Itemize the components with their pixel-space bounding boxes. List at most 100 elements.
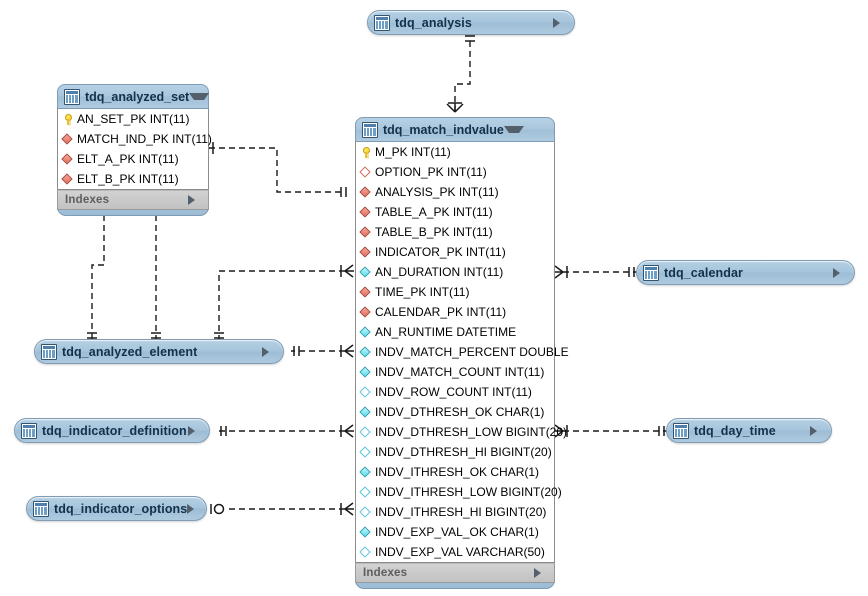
column-label: TIME_PK INT(11)	[375, 285, 470, 299]
table-title: tdq_analysis	[395, 15, 472, 30]
table-node-tdq-indicator-definition[interactable]: tdq_indicator_definition	[14, 418, 210, 443]
column-indexed-icon	[358, 405, 372, 419]
table-row[interactable]: INDV_DTHRESH_LOW BIGINT(20)	[356, 422, 567, 442]
table-row[interactable]: INDV_MATCH_PERCENT DOUBLE	[356, 342, 569, 362]
table-columns: M_PK INT(11) OPTION_PK INT(11) ANALYSIS_PK…	[355, 142, 569, 563]
table-icon	[41, 343, 57, 360]
table-node-tdq-match-indvalue[interactable]: tdq_match_indvalue M_PK INT(11) OPTION_PK…	[355, 117, 569, 589]
column-label: INDV_DTHRESH_OK CHAR(1)	[375, 405, 545, 419]
column-indexed-icon	[358, 465, 372, 479]
table-row[interactable]: TIME_PK INT(11)	[356, 282, 554, 302]
column-label: INDV_ROW_COUNT INT(11)	[375, 385, 532, 399]
column-label: INDV_ITHRESH_HI BIGINT(20)	[375, 505, 547, 519]
foreign-key-icon	[358, 225, 372, 239]
indexes-label: Indexes	[363, 567, 408, 579]
column-label: INDICATOR_PK INT(11)	[375, 245, 506, 259]
table-row[interactable]: INDV_DTHRESH_OK CHAR(1)	[356, 402, 554, 422]
table-title: tdq_calendar	[664, 265, 744, 280]
column-label: M_PK INT(11)	[375, 145, 451, 159]
caret-right-icon[interactable]	[188, 425, 202, 436]
table-title: tdq_indicator_definition	[42, 423, 187, 438]
indexes-section[interactable]: Indexes	[355, 563, 555, 583]
column-label: INDV_MATCH_COUNT INT(11)	[375, 365, 545, 379]
table-row[interactable]: AN_SET_PK INT(11)	[58, 109, 208, 129]
foreign-key-icon	[358, 185, 372, 199]
column-icon	[358, 385, 372, 399]
column-indexed-icon	[358, 525, 372, 539]
table-icon	[362, 121, 378, 138]
table-icon	[643, 264, 659, 281]
table-row[interactable]: AN_RUNTIME DATETIME	[356, 322, 554, 342]
table-header[interactable]: tdq_analyzed_set	[57, 84, 210, 109]
table-columns: AN_SET_PK INT(11) MATCH_IND_PK INT(11) E…	[57, 109, 212, 190]
table-row[interactable]: M_PK INT(11)	[356, 142, 554, 162]
table-icon	[33, 500, 49, 517]
column-label: INDV_DTHRESH_HI BIGINT(20)	[375, 445, 552, 459]
table-row[interactable]: INDV_ITHRESH_HI BIGINT(20)	[356, 502, 554, 522]
column-label: ELT_A_PK INT(11)	[77, 152, 179, 166]
table-node-tdq-day-time[interactable]: tdq_day_time	[666, 418, 832, 443]
column-icon	[358, 485, 372, 499]
table-row[interactable]: INDV_ROW_COUNT INT(11)	[356, 382, 554, 402]
column-indexed-icon	[358, 265, 372, 279]
table-icon	[64, 88, 80, 105]
table-icon	[374, 14, 390, 31]
column-label: TABLE_A_PK INT(11)	[375, 205, 493, 219]
table-row[interactable]: INDV_MATCH_COUNT INT(11)	[356, 362, 554, 382]
indexes-section[interactable]: Indexes	[57, 190, 209, 210]
column-icon	[358, 445, 372, 459]
foreign-key-icon	[358, 245, 372, 259]
foreign-key-icon	[60, 152, 74, 166]
table-row[interactable]: ELT_A_PK INT(11)	[58, 149, 208, 169]
table-node-tdq-analyzed-element[interactable]: tdq_analyzed_element	[34, 339, 284, 364]
column-label: ANALYSIS_PK INT(11)	[375, 185, 499, 199]
table-row[interactable]: OPTION_PK INT(11)	[356, 162, 554, 182]
caret-right-icon[interactable]	[553, 17, 567, 28]
caret-right-icon[interactable]	[833, 267, 847, 278]
foreign-key-icon	[358, 305, 372, 319]
table-row[interactable]: AN_DURATION INT(11)	[356, 262, 554, 282]
table-row[interactable]: INDV_EXP_VAL VARCHAR(50)	[356, 542, 554, 562]
caret-right-icon[interactable]	[810, 425, 824, 436]
table-row[interactable]: INDV_ITHRESH_LOW BIGINT(20)	[356, 482, 562, 502]
column-icon	[358, 505, 372, 519]
foreign-key-icon	[358, 205, 372, 219]
caret-down-icon[interactable]	[503, 126, 524, 133]
column-label: AN_DURATION INT(11)	[375, 265, 504, 279]
table-row[interactable]: INDV_ITHRESH_OK CHAR(1)	[356, 462, 554, 482]
table-node-tdq-analyzed-set[interactable]: tdq_analyzed_set AN_SET_PK INT(11) MATCH…	[57, 84, 212, 216]
foreign-key-icon	[358, 285, 372, 299]
caret-down-icon[interactable]	[189, 93, 210, 100]
table-row[interactable]: CALENDAR_PK INT(11)	[356, 302, 554, 322]
table-row[interactable]: TABLE_A_PK INT(11)	[356, 202, 554, 222]
caret-right-icon[interactable]	[187, 503, 201, 514]
table-row[interactable]: TABLE_B_PK INT(11)	[356, 222, 554, 242]
table-title: tdq_analyzed_set	[85, 89, 190, 104]
table-title: tdq_day_time	[694, 423, 776, 438]
caret-right-icon[interactable]	[262, 346, 276, 357]
foreign-key-icon	[60, 132, 74, 146]
table-node-tdq-analysis[interactable]: tdq_analysis	[367, 10, 575, 35]
table-title: tdq_indicator_options	[54, 501, 188, 516]
column-label: MATCH_IND_PK INT(11)	[77, 132, 212, 146]
column-label: ELT_B_PK INT(11)	[77, 172, 179, 186]
table-row[interactable]: ANALYSIS_PK INT(11)	[356, 182, 554, 202]
table-node-tdq-calendar[interactable]: tdq_calendar	[636, 260, 855, 285]
table-row[interactable]: INDICATOR_PK INT(11)	[356, 242, 554, 262]
column-indexed-icon	[358, 325, 372, 339]
column-label: INDV_MATCH_PERCENT DOUBLE	[375, 345, 569, 359]
table-header[interactable]: tdq_match_indvalue	[355, 117, 555, 142]
primary-key-icon	[359, 146, 372, 159]
table-row[interactable]: INDV_DTHRESH_HI BIGINT(20)	[356, 442, 554, 462]
table-row[interactable]: MATCH_IND_PK INT(11)	[58, 129, 212, 149]
caret-right-icon[interactable]	[534, 568, 548, 578]
column-label: CALENDAR_PK INT(11)	[375, 305, 507, 319]
caret-right-icon[interactable]	[188, 195, 202, 205]
table-row[interactable]: ELT_B_PK INT(11)	[58, 169, 208, 189]
column-label: INDV_EXP_VAL_OK CHAR(1)	[375, 525, 539, 539]
column-icon	[358, 425, 372, 439]
table-node-tdq-indicator-options[interactable]: tdq_indicator_options	[26, 496, 207, 521]
column-label: INDV_DTHRESH_LOW BIGINT(20)	[375, 425, 568, 439]
table-row[interactable]: INDV_EXP_VAL_OK CHAR(1)	[356, 522, 554, 542]
